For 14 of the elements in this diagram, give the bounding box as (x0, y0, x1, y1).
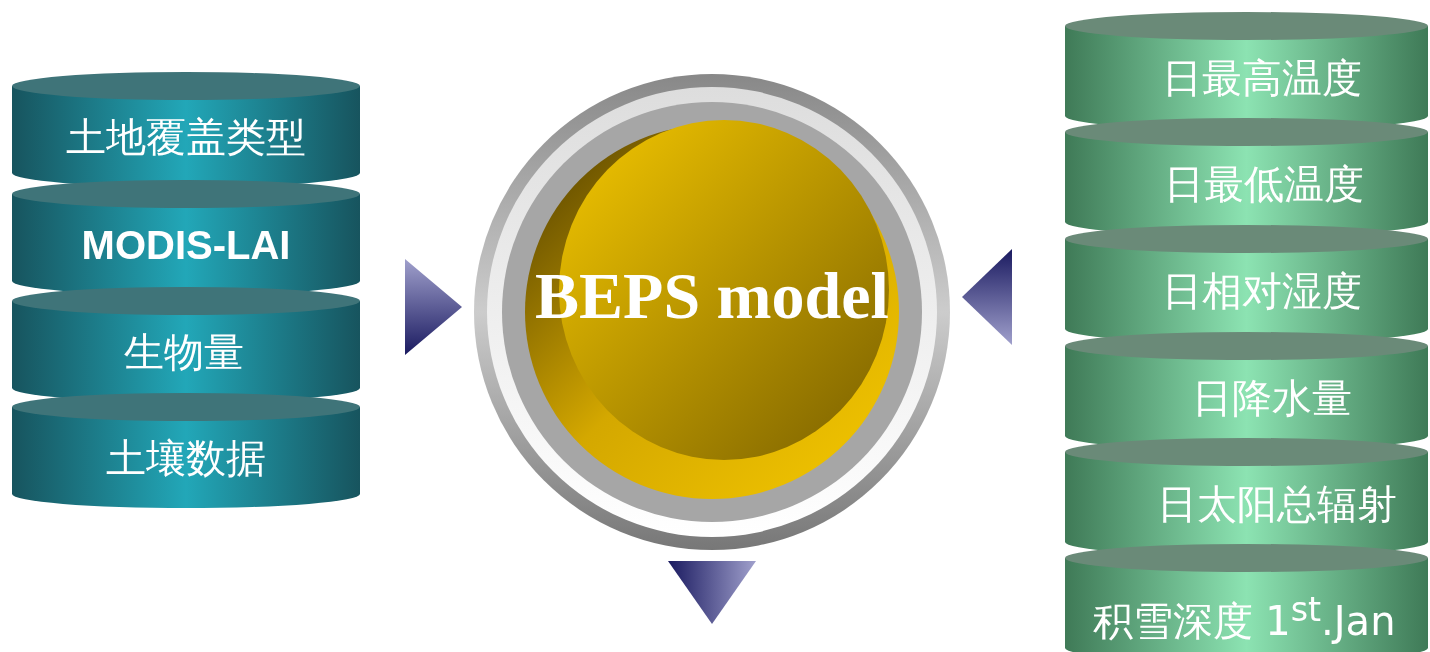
disk-label: 日最低温度 (1164, 161, 1364, 207)
disk-label: 日太阳总辐射 (1156, 481, 1397, 527)
disk-label: 土壤数据 (106, 434, 266, 481)
disk-label: 生物量 (123, 328, 244, 375)
disk-label: MODIS-LAI (81, 222, 291, 267)
disk-label: 积雪深度 1$^{st}$.Jan (1092, 598, 1396, 645)
disk-label: 日降水量 (1191, 375, 1352, 421)
disk-label: 日最高温度 (1161, 55, 1362, 101)
disk-label: 土地覆盖类型 (66, 113, 306, 160)
disk-label: 日相对湿度 (1161, 268, 1362, 314)
triangle-arrow (962, 249, 1012, 345)
triangle-arrow (668, 561, 756, 624)
triangle-arrow (405, 259, 462, 355)
model-label: BEPS model (535, 259, 889, 332)
